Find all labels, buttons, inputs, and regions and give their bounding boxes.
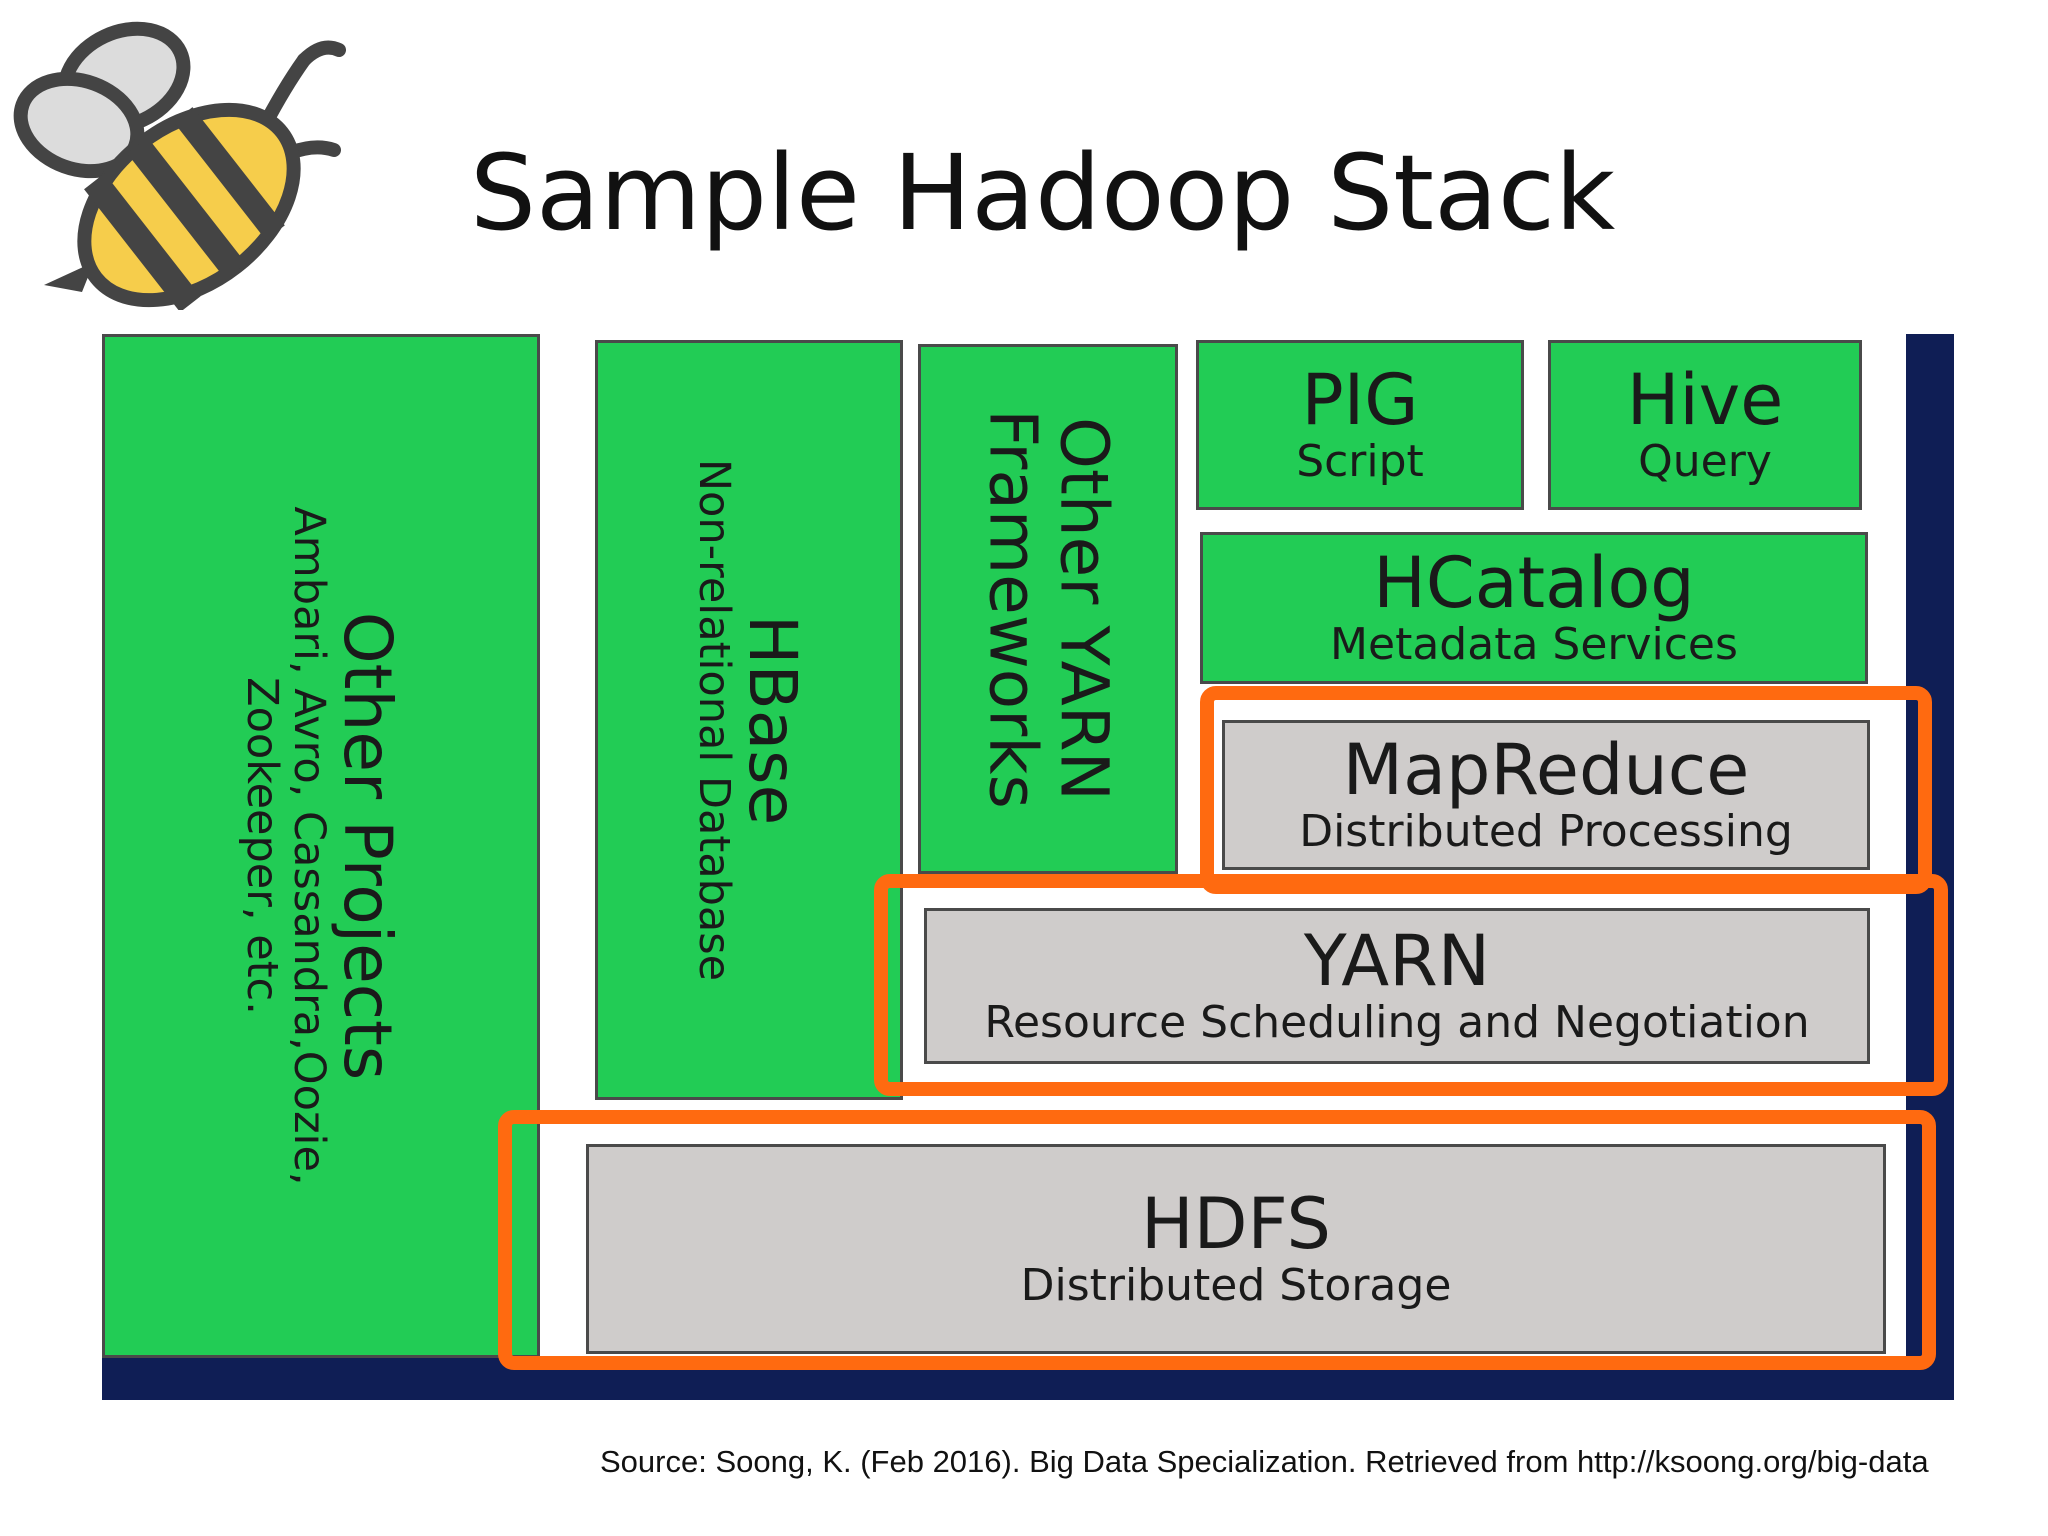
slide-title: Sample Hadoop Stack <box>470 132 1616 254</box>
mapreduce-box: MapReduce Distributed Processing <box>1222 720 1870 870</box>
other-projects-box: Other Projects Ambari, Avro, Cassandra,O… <box>102 334 540 1358</box>
yarn-highlight <box>874 874 1948 1096</box>
hive-title: Hive <box>1626 359 1784 442</box>
source-caption: Source: Soong, K. (Feb 2016). Big Data S… <box>600 1444 1929 1479</box>
yarn-title: YARN <box>1303 920 1491 1003</box>
hdfs-highlight <box>498 1110 1936 1370</box>
pig-title: PIG <box>1301 359 1419 442</box>
mapreduce-subtitle: Distributed Processing <box>1299 805 1793 857</box>
hbase-box: HBase Non-relational Database <box>595 340 903 1100</box>
yarn-subtitle: Resource Scheduling and Negotiation <box>984 996 1810 1048</box>
hdfs-title: HDFS <box>1140 1183 1331 1266</box>
pig-box: PIG Script <box>1196 340 1524 510</box>
hbase-title: HBase <box>733 614 811 826</box>
hive-subtitle: Query <box>1638 435 1772 487</box>
other-projects-line2: Zookeeper, etc. <box>237 677 288 1015</box>
mapreduce-highlight <box>1200 686 1932 894</box>
other-yarn-line2: Frameworks <box>974 409 1051 809</box>
other-yarn-line1: Other YARN <box>1045 417 1123 801</box>
hdfs-box: HDFS Distributed Storage <box>586 1144 1886 1354</box>
hdfs-subtitle: Distributed Storage <box>1020 1259 1452 1311</box>
hive-box: Hive Query <box>1548 340 1862 510</box>
other-projects-line1: Ambari, Avro, Cassandra,Oozie, <box>283 506 334 1186</box>
pig-subtitle: Script <box>1296 435 1424 487</box>
hcatalog-box: HCatalog Metadata Services <box>1200 532 1868 684</box>
yarn-box: YARN Resource Scheduling and Negotiation <box>924 908 1870 1064</box>
hbase-subtitle: Non-relational Database <box>688 458 739 982</box>
mapreduce-title: MapReduce <box>1342 729 1750 812</box>
bee-logo-icon <box>13 21 346 310</box>
other-yarn-frameworks-box: Other YARN Frameworks <box>918 344 1178 874</box>
hadoop-stack-diagram: Other Projects Ambari, Avro, Cassandra,O… <box>102 334 1954 1400</box>
other-projects-title: Other Projects <box>329 611 407 1081</box>
hcatalog-title: HCatalog <box>1373 542 1695 625</box>
hcatalog-subtitle: Metadata Services <box>1330 618 1738 670</box>
